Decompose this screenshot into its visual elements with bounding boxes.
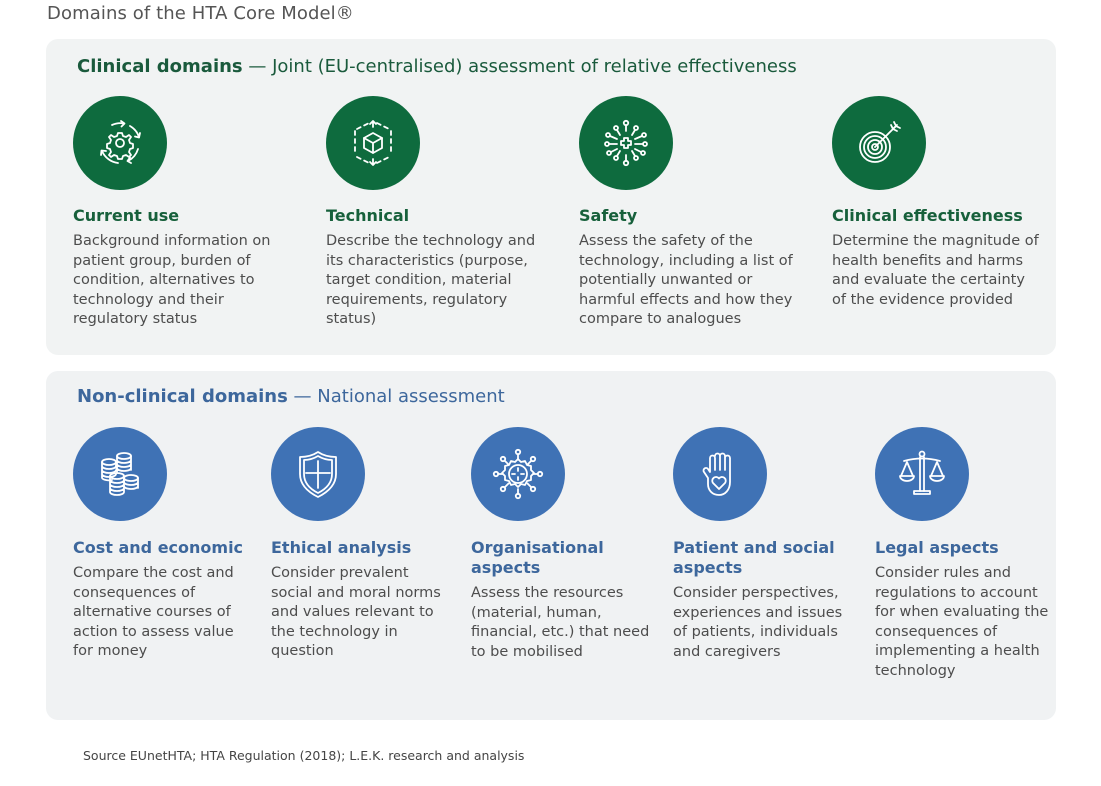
card-title: Ethical analysis: [271, 538, 412, 557]
domain-card-legal-aspects: Legal aspects Consider rules and regulat…: [875, 427, 1050, 682]
coin-stacks-icon: [73, 427, 167, 521]
card-title: Patient and social aspects: [673, 538, 835, 577]
card-title: Technical: [326, 206, 410, 225]
card-description: Compare the cost and consequences of alt…: [73, 565, 234, 660]
source-note: Source EUnetHTA; HTA Regulation (2018); …: [83, 748, 525, 763]
card-description: Background information on patient group,…: [73, 233, 271, 328]
card-description: Consider prevalent social and moral norm…: [271, 565, 441, 660]
card-description: Consider rules and regulations to accoun…: [875, 565, 1049, 679]
domain-card-clinical-effectiveness: Clinical effectiveness Determine the mag…: [832, 96, 1042, 310]
card-title: Current use: [73, 206, 180, 225]
nonclinical-heading-subtitle: — National assessment: [287, 386, 505, 407]
domain-card-patient-social-aspects: Patient and social aspects Consider pers…: [673, 427, 853, 662]
card-description: Consider perspectives, experiences and i…: [673, 585, 843, 660]
clinical-domains-panel: Clinical domains — Joint (EU-centralised…: [46, 39, 1056, 355]
domain-card-safety: Safety Assess the safety of the technolo…: [579, 96, 804, 330]
hand-heart-icon: [673, 427, 767, 521]
card-title: Safety: [579, 206, 638, 225]
gear-cycle-icon: [73, 96, 167, 190]
clinical-heading-bold: Clinical domains: [77, 56, 243, 77]
network-gear-icon: [471, 427, 565, 521]
card-description: Assess the resources (material, human, f…: [471, 585, 650, 660]
domain-card-current-use: Current use Background information on pa…: [73, 96, 283, 330]
card-title: Cost and economic: [73, 538, 244, 557]
domain-card-organisational-aspects: Organisational aspects Assess the resour…: [471, 427, 651, 662]
nonclinical-domains-heading: Non-clinical domains — National assessme…: [77, 386, 505, 407]
scales-icon: [875, 427, 969, 521]
nonclinical-heading-bold: Non-clinical domains: [77, 386, 288, 407]
cube-expand-icon: [326, 96, 420, 190]
clinical-domains-heading: Clinical domains — Joint (EU-centralised…: [77, 56, 797, 77]
domain-card-cost-economic: Cost and economic Compare the cost and c…: [73, 427, 253, 662]
virus-medical-cross-icon: [579, 96, 673, 190]
card-description: Describe the technology and its characte…: [326, 233, 536, 328]
shield-cross-icon: [271, 427, 365, 521]
domain-card-ethical-analysis: Ethical analysis Consider prevalent soci…: [271, 427, 451, 662]
nonclinical-domains-panel: Non-clinical domains — National assessme…: [46, 371, 1056, 720]
card-title: Clinical effectiveness: [832, 206, 1023, 225]
clinical-heading-subtitle: — Joint (EU-centralised) assessment of r…: [242, 56, 797, 77]
target-arrow-icon: [832, 96, 926, 190]
domain-card-technical: Technical Describe the technology and it…: [326, 96, 541, 330]
card-description: Determine the magnitude of health benefi…: [832, 233, 1039, 308]
card-title: Organisational aspects: [471, 538, 604, 577]
card-title: Legal aspects: [875, 538, 999, 557]
card-description: Assess the safety of the technology, inc…: [579, 233, 793, 328]
page-title: Domains of the HTA Core Model®: [47, 3, 354, 24]
